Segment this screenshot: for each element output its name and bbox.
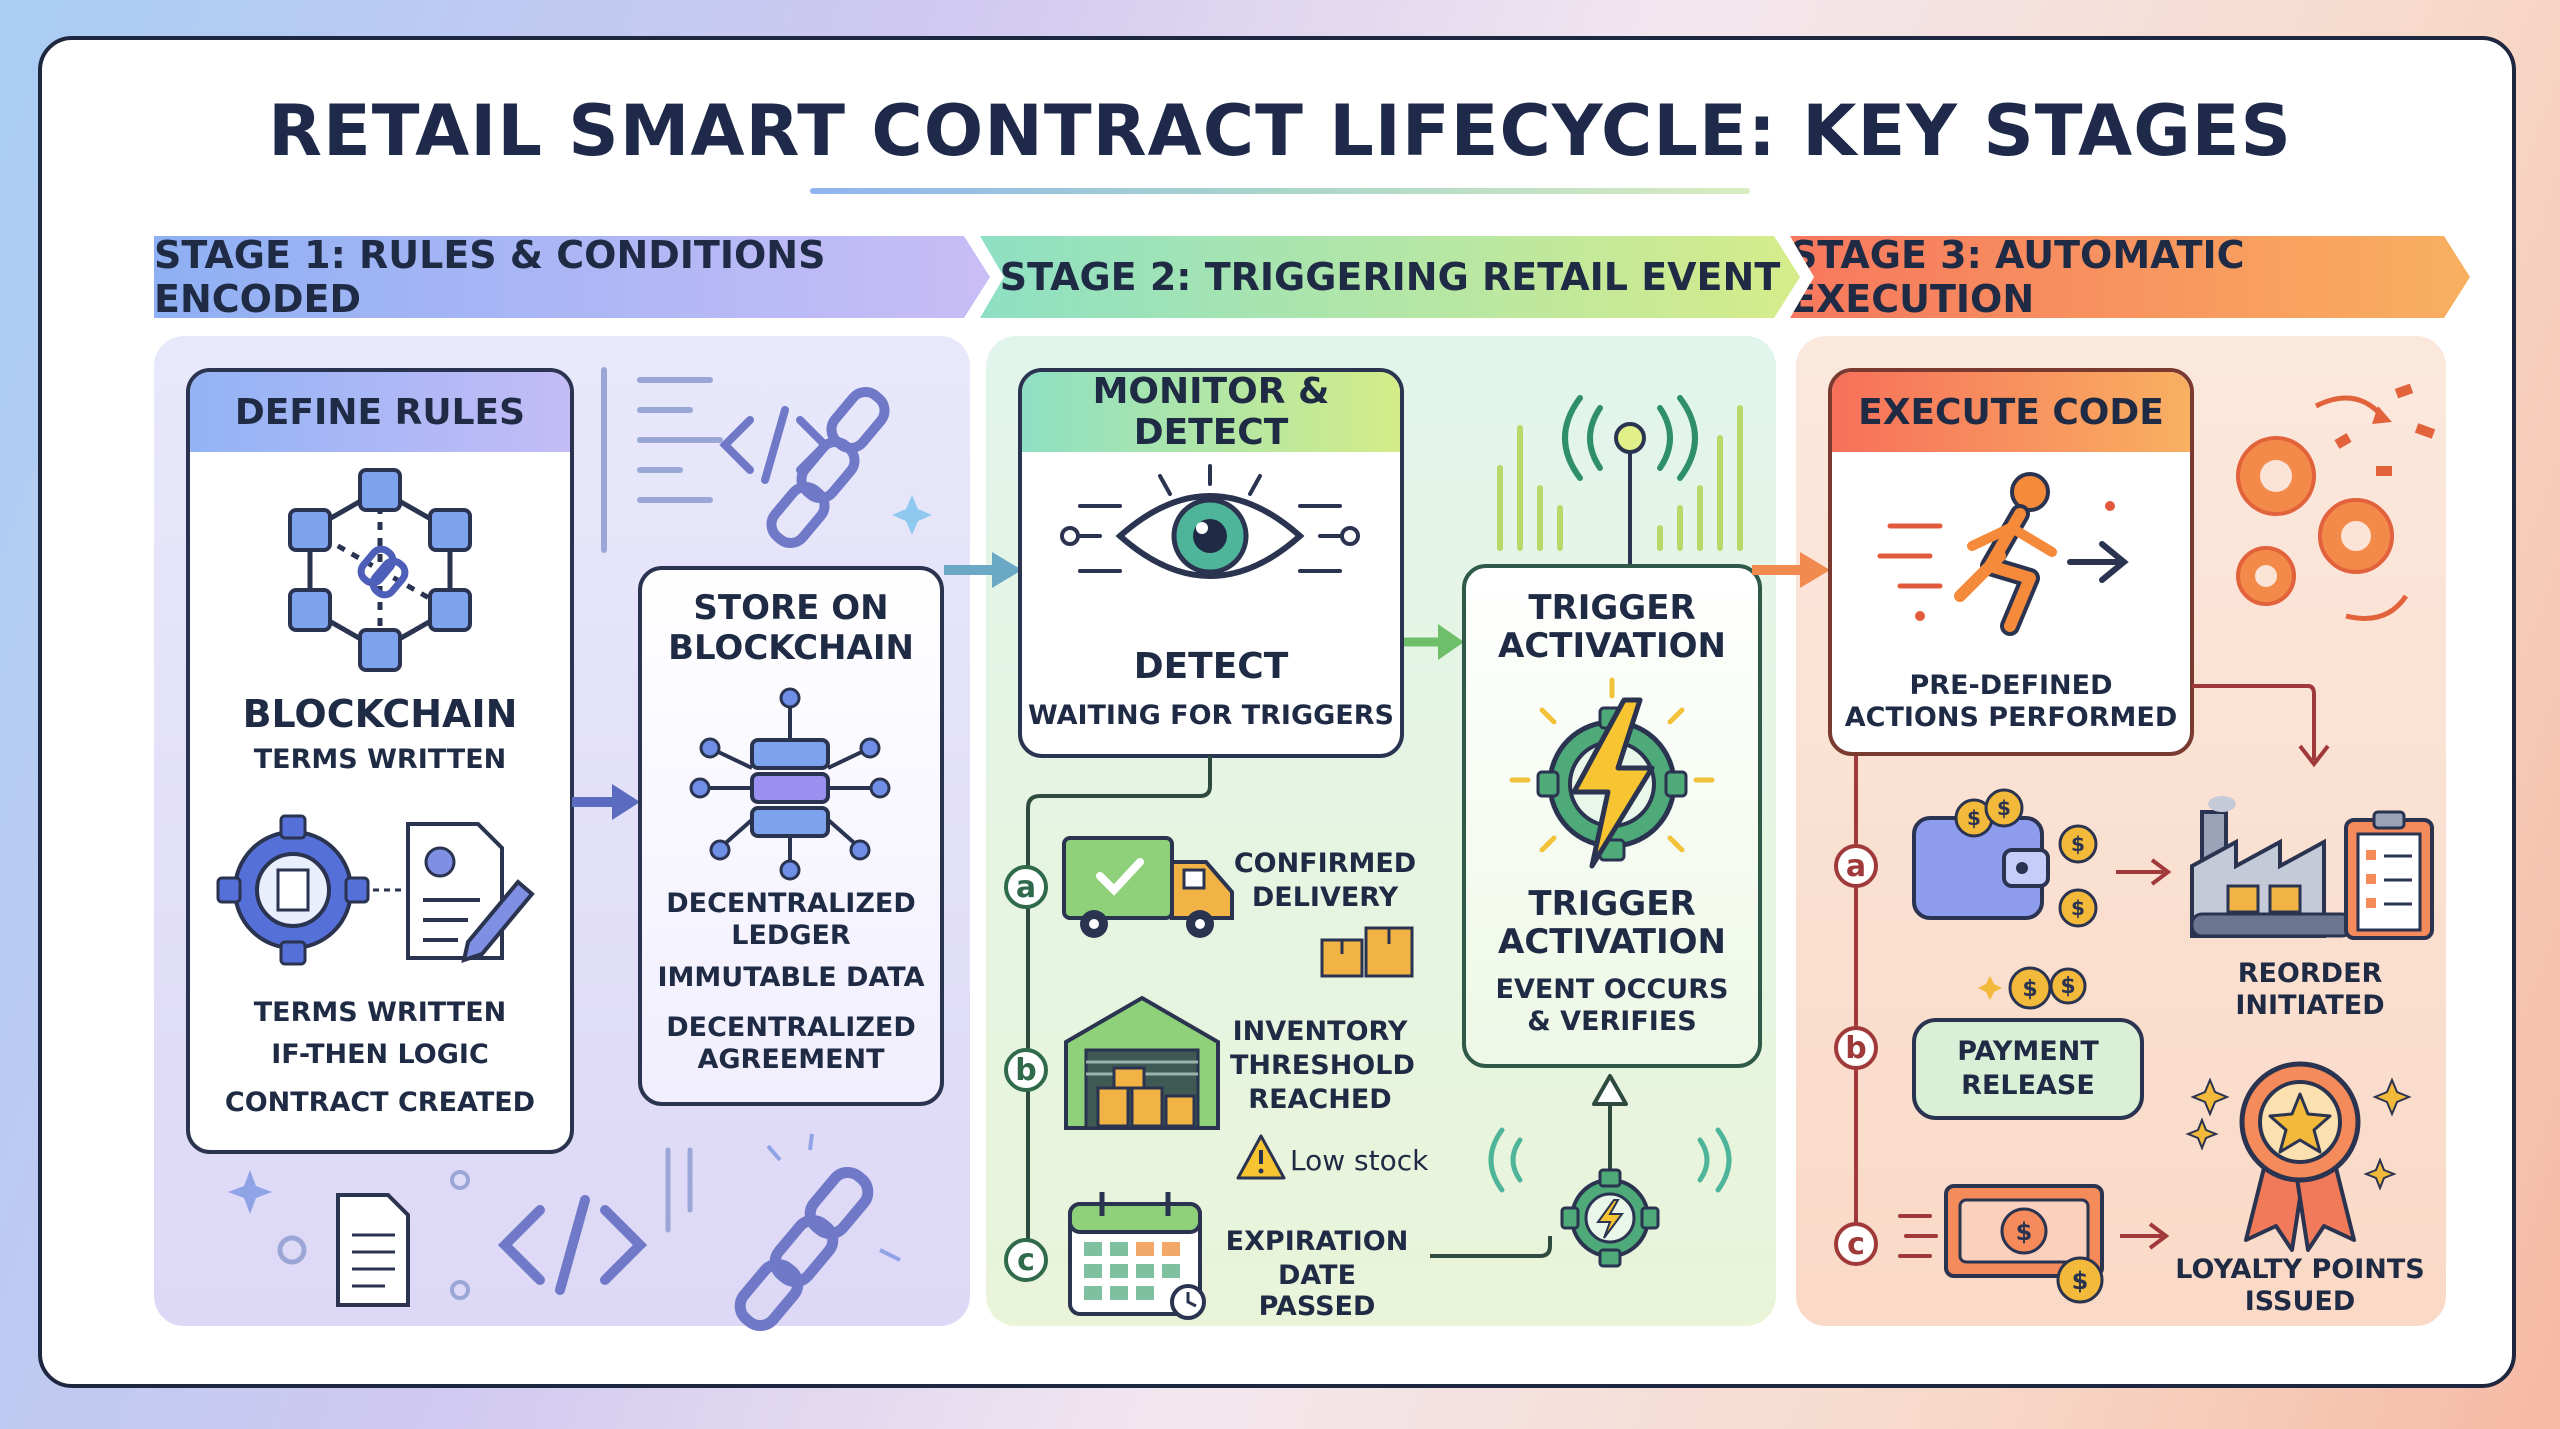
database-network-icon	[689, 687, 891, 881]
outcome-a-line-2: INITIATED	[2235, 990, 2385, 1021]
loyalty-badge-icon	[2185, 1061, 2412, 1252]
trigger-sub-line-2: & VERIFIES	[1527, 1006, 1697, 1037]
svg-text:$: $	[1997, 796, 2011, 820]
event-marker-b: b	[1004, 1048, 1048, 1092]
store-line-3: IMMUTABLE DATA	[657, 962, 925, 993]
stage-2-banner: STAGE 2: TRIGGERING RETAIL EVENT	[980, 236, 1800, 318]
gear-document-icon	[216, 814, 535, 966]
outcome-marker-c: c	[1834, 1222, 1878, 1266]
outcome-connector-line	[1854, 756, 1858, 1256]
wallet-coins-icon: $ $ $ $	[1912, 788, 2098, 928]
event-b-line-3: REACHED	[1248, 1084, 1392, 1115]
page-title: RETAIL SMART CONTRACT LIFECYCLE: KEY STA…	[268, 90, 2292, 172]
event-marker-a: a	[1004, 865, 1048, 909]
svg-text:$: $	[2071, 896, 2085, 920]
factory-clipboard-icon	[2190, 796, 2434, 940]
arrow-right-icon	[572, 784, 640, 820]
trigger-mid-line-2: ACTIVATION	[1498, 922, 1726, 962]
store-line-1: DECENTRALIZED	[666, 888, 916, 919]
svg-text:$: $	[1967, 806, 1981, 830]
store-line-4: DECENTRALIZED	[666, 1012, 916, 1043]
event-b-line-2: THRESHOLD	[1230, 1050, 1415, 1081]
define-rules-line-1: TERMS WRITTEN	[253, 997, 507, 1028]
outcome-c-line-2: ISSUED	[2244, 1286, 2356, 1317]
event-a-line-2: DELIVERY	[1251, 882, 1399, 913]
arrow-right-icon	[1752, 552, 1830, 588]
outcome-b-line-2: RELEASE	[1961, 1070, 2095, 1101]
waiting-for-triggers-label: WAITING FOR TRIGGERS	[1028, 700, 1394, 731]
execute-code-header: EXECUTE CODE	[1832, 372, 2190, 452]
detect-label: DETECT	[1133, 646, 1289, 687]
outcome-marker-b: b	[1834, 1026, 1878, 1070]
package-boxes-icon	[1320, 926, 1414, 978]
trigger-top-line-2: ACTIVATION	[1498, 626, 1726, 666]
outcome-b-line-1: PAYMENT	[1957, 1036, 2099, 1067]
eye-icon	[1060, 464, 1360, 579]
code-chain-decoration-icon	[601, 367, 932, 553]
event-b-line-1: INVENTORY	[1232, 1016, 1408, 1047]
event-a-line-1: CONFIRMED	[1233, 848, 1417, 879]
running-person-icon	[1877, 472, 2129, 636]
outcome-c-line-1: LOYALTY POINTS	[2175, 1254, 2425, 1285]
blockchain-subtitle: TERMS WRITTEN	[253, 744, 507, 775]
stage-1-banner: STAGE 1: RULES & CONDITIONS ENCODED	[154, 236, 990, 318]
trigger-mid-line-1: TRIGGER	[1528, 884, 1696, 924]
warning-icon	[1236, 1134, 1286, 1180]
event-connector-lines	[1026, 756, 1552, 1258]
monitor-detect-header: MONITOR & DETECT	[1022, 372, 1400, 453]
payment-release-card	[1912, 1018, 2144, 1120]
outcome-marker-a: a	[1834, 844, 1878, 888]
blockchain-title: BLOCKCHAIN	[242, 692, 518, 736]
event-c-line-2: DATE PASSED	[1258, 1260, 1376, 1322]
define-rules-line-3: CONTRACT CREATED	[224, 1087, 536, 1118]
svg-text:$: $	[2071, 832, 2085, 856]
trigger-gear-signal-icon	[1488, 1074, 1732, 1268]
outcome-a-line-1: REORDER	[2237, 958, 2383, 989]
store-title-line-1: STORE ON	[693, 588, 889, 628]
event-c-line-1: EXPIRATION	[1225, 1226, 1409, 1257]
gears-confetti-icon	[2236, 383, 2436, 621]
svg-text:$: $	[2016, 1218, 2033, 1246]
arrow-right-icon	[1404, 624, 1464, 660]
signal-tower-icon	[1497, 395, 1743, 578]
store-title-line-2: BLOCKCHAIN	[668, 628, 914, 668]
arrow-down-icon	[2192, 684, 2330, 768]
warehouse-icon	[1064, 995, 1220, 1130]
store-line-2: LEDGER	[731, 920, 851, 951]
cash-coin-icon: $ $	[1898, 1184, 2170, 1304]
title-underline	[810, 188, 1750, 194]
define-rules-header: DEFINE RULES	[190, 372, 570, 452]
svg-text:$: $	[2060, 974, 2075, 999]
execute-line-1: PRE-DEFINED	[1909, 670, 2113, 701]
arrow-right-icon	[944, 552, 1022, 588]
event-marker-c: c	[1004, 1238, 1048, 1282]
execute-line-2: ACTIONS PERFORMED	[1844, 702, 2178, 733]
delivery-truck-icon	[1062, 836, 1234, 938]
lightning-gear-icon	[1509, 677, 1715, 869]
store-line-5: AGREEMENT	[697, 1044, 885, 1075]
trigger-top-line-1: TRIGGER	[1528, 588, 1696, 628]
coins-icon: $$	[1978, 966, 2087, 1010]
trigger-sub-line-1: EVENT OCCURS	[1495, 974, 1729, 1005]
stage-3-banner: STAGE 3: AUTOMATIC EXECUTION	[1790, 236, 2470, 318]
arrow-right-icon	[2116, 858, 2172, 886]
low-stock-label: Low stock	[1290, 1144, 1429, 1177]
svg-text:$: $	[2022, 977, 2037, 1002]
document-code-decoration-icon	[228, 1133, 901, 1332]
calendar-icon	[1068, 1192, 1206, 1320]
svg-text:$: $	[2072, 1267, 2089, 1295]
blockchain-network-icon	[288, 468, 472, 672]
define-rules-line-2: IF-THEN LOGIC	[271, 1039, 489, 1070]
